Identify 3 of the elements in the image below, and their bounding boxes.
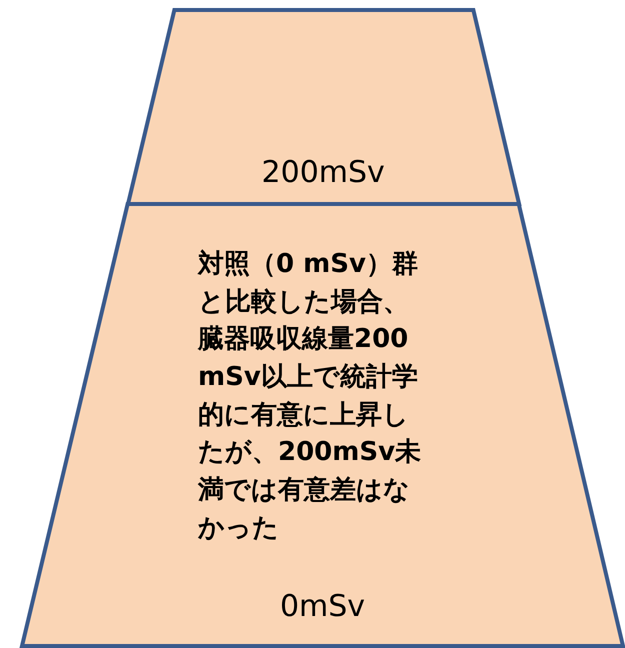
level-label: 0mSv	[278, 589, 366, 625]
level-label: 200mSv	[260, 155, 386, 191]
finding-text: 対照（0 mSv）群と比較した場合、臓器吸収線量200mSv以上で統計学的に有意に上昇したが、200mSv未満では有意差はなかった	[198, 248, 422, 545]
